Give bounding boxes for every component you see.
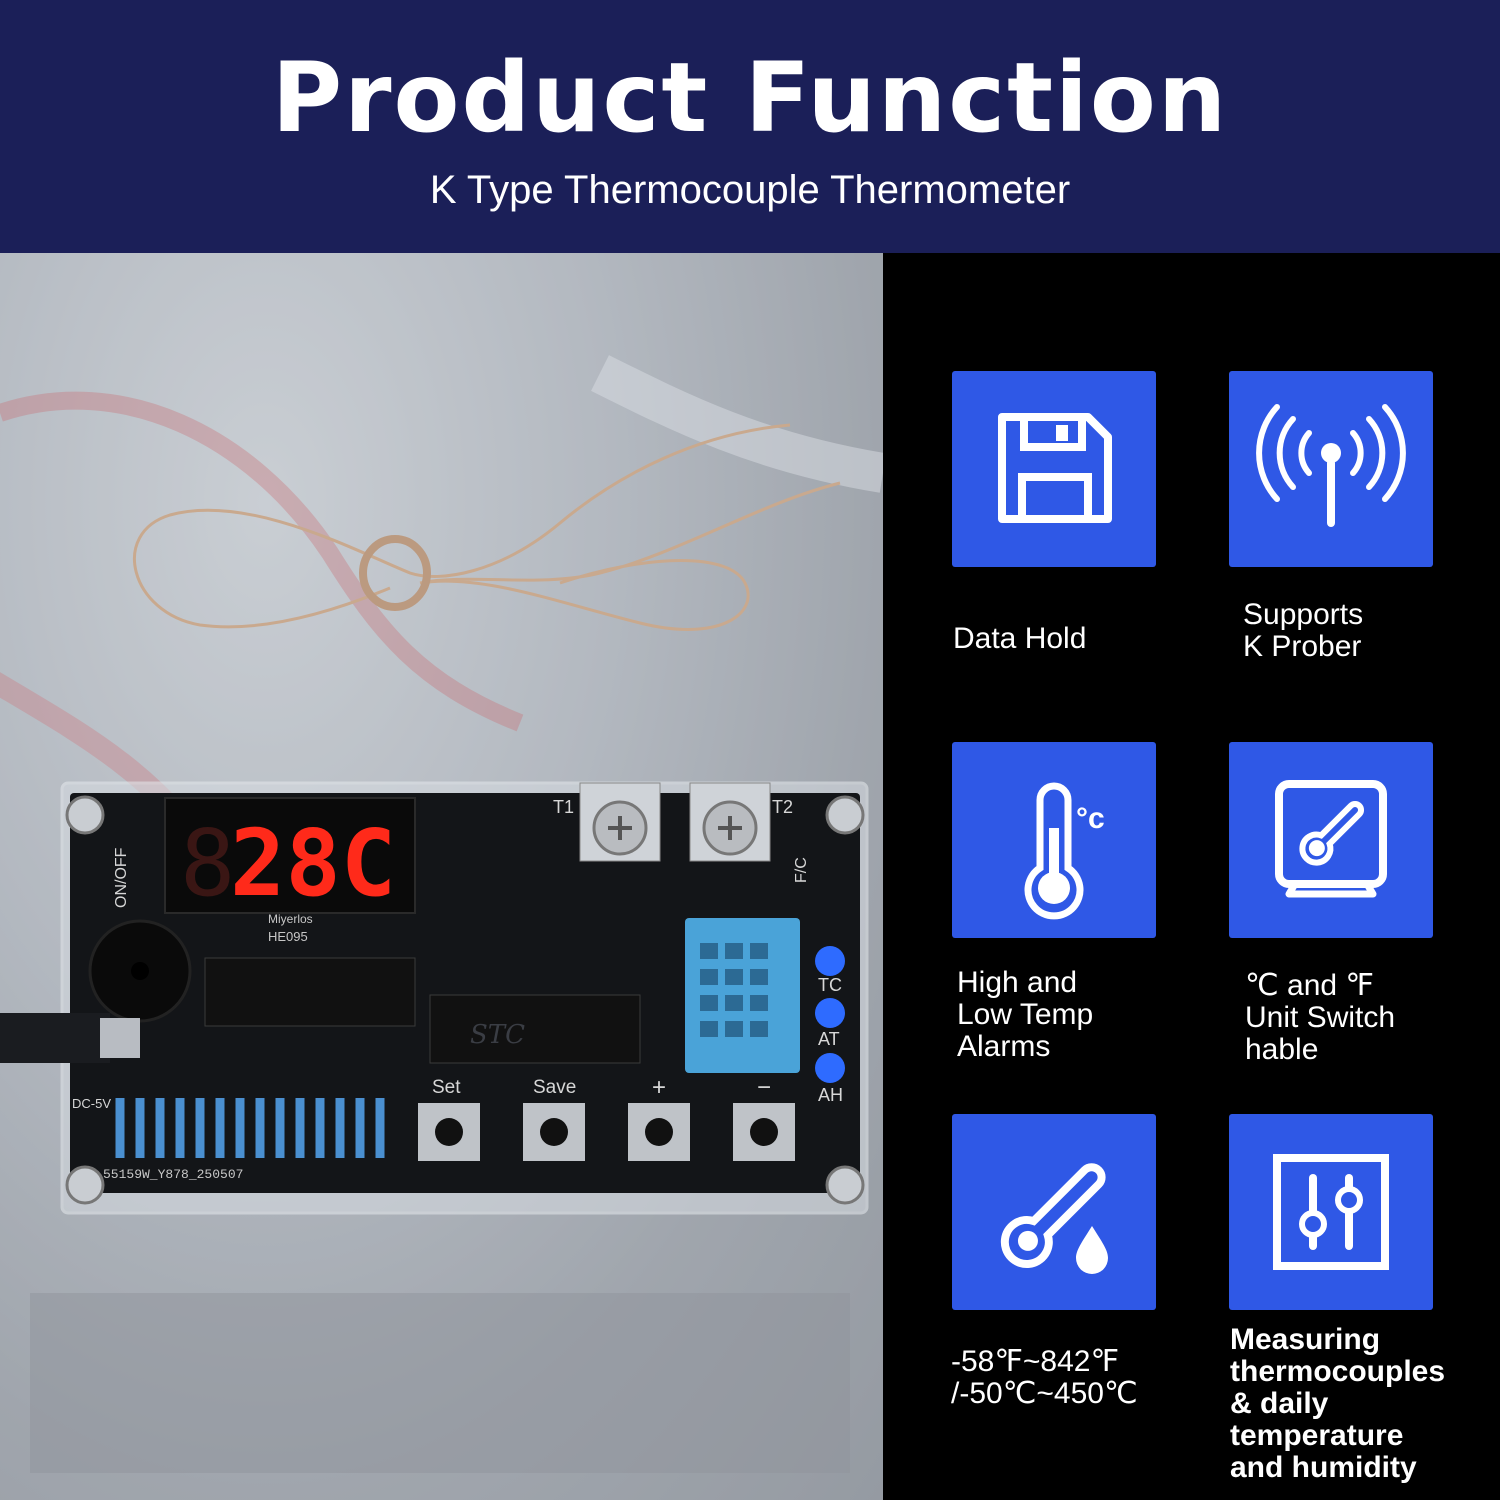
feature-label-measuring: Measuring thermocouples & daily temperat… bbox=[1230, 1323, 1446, 1484]
page-title: Product Function bbox=[271, 42, 1229, 154]
feature-panel: Data Hold Supports K Prober °c High and … bbox=[883, 253, 1500, 1500]
feature-label-unit-switch: ℃ and ℉ Unit Switch hable bbox=[1245, 969, 1396, 1066]
svg-text:STC: STC bbox=[470, 1020, 525, 1050]
thermometer-display-icon bbox=[1275, 780, 1387, 898]
antenna-signal-icon bbox=[1256, 404, 1406, 527]
header-banner: Product Function K Type Thermocouple The… bbox=[0, 0, 1500, 253]
feature-tile-range bbox=[952, 1114, 1156, 1310]
button-label-set: Set bbox=[432, 1077, 461, 1098]
feature-tile-k-prober bbox=[1229, 371, 1433, 567]
button-label-save: Save bbox=[533, 1077, 576, 1098]
led-label-tc: TC bbox=[818, 975, 842, 995]
button-label-minus: − bbox=[757, 1074, 771, 1101]
unit-switch-label: F/C bbox=[793, 857, 810, 883]
svg-text:8: 8 bbox=[180, 810, 235, 917]
floppy-disk-icon bbox=[998, 413, 1112, 523]
thermometer-board: 8 28C STC T1 T2 Miyerlos HE095 bbox=[0, 781, 869, 1215]
board-buttons: Set Save + − bbox=[418, 1074, 795, 1161]
led-label-ah: AH bbox=[818, 1085, 843, 1105]
sliders-icon bbox=[1273, 1154, 1389, 1270]
button-label-plus: + bbox=[652, 1074, 666, 1101]
led-label-at: AT bbox=[818, 1029, 840, 1049]
feature-tile-unit-switch bbox=[1229, 742, 1433, 938]
brand-label: Miyerlos bbox=[268, 912, 313, 926]
terminal-1-label: T1 bbox=[553, 797, 574, 817]
power-label: DC-5V bbox=[72, 1096, 111, 1111]
feature-tile-measuring bbox=[1229, 1114, 1433, 1310]
power-switch-label: ON/OFF bbox=[113, 847, 130, 908]
page-subtitle: K Type Thermocouple Thermometer bbox=[429, 168, 1071, 212]
terminal-2-label: T2 bbox=[772, 797, 793, 817]
model-label: HE095 bbox=[268, 929, 308, 944]
thermometer-drop-icon bbox=[1000, 1163, 1108, 1274]
feature-label-range: -58℉~842℉ /-50℃~450℃ bbox=[951, 1345, 1138, 1410]
thermometer-celsius-icon: °c bbox=[1024, 782, 1105, 920]
svg-text:°c: °c bbox=[1076, 802, 1105, 835]
pcb-code-label: 55159W_Y878_250507 bbox=[103, 1167, 243, 1182]
temperature-display: 28C bbox=[230, 810, 396, 917]
feature-tile-alarms: °c bbox=[952, 742, 1156, 938]
thermocouple-wire bbox=[132, 423, 841, 631]
feature-label-alarms: High and Low Temp Alarms bbox=[957, 966, 1094, 1063]
feature-label-k-prober: Supports K Prober bbox=[1243, 598, 1364, 663]
feature-label-data-hold: Data Hold bbox=[953, 622, 1087, 655]
feature-tile-data-hold bbox=[952, 371, 1156, 567]
product-photo: 8 28C STC T1 T2 Miyerlos HE095 bbox=[0, 253, 883, 1500]
